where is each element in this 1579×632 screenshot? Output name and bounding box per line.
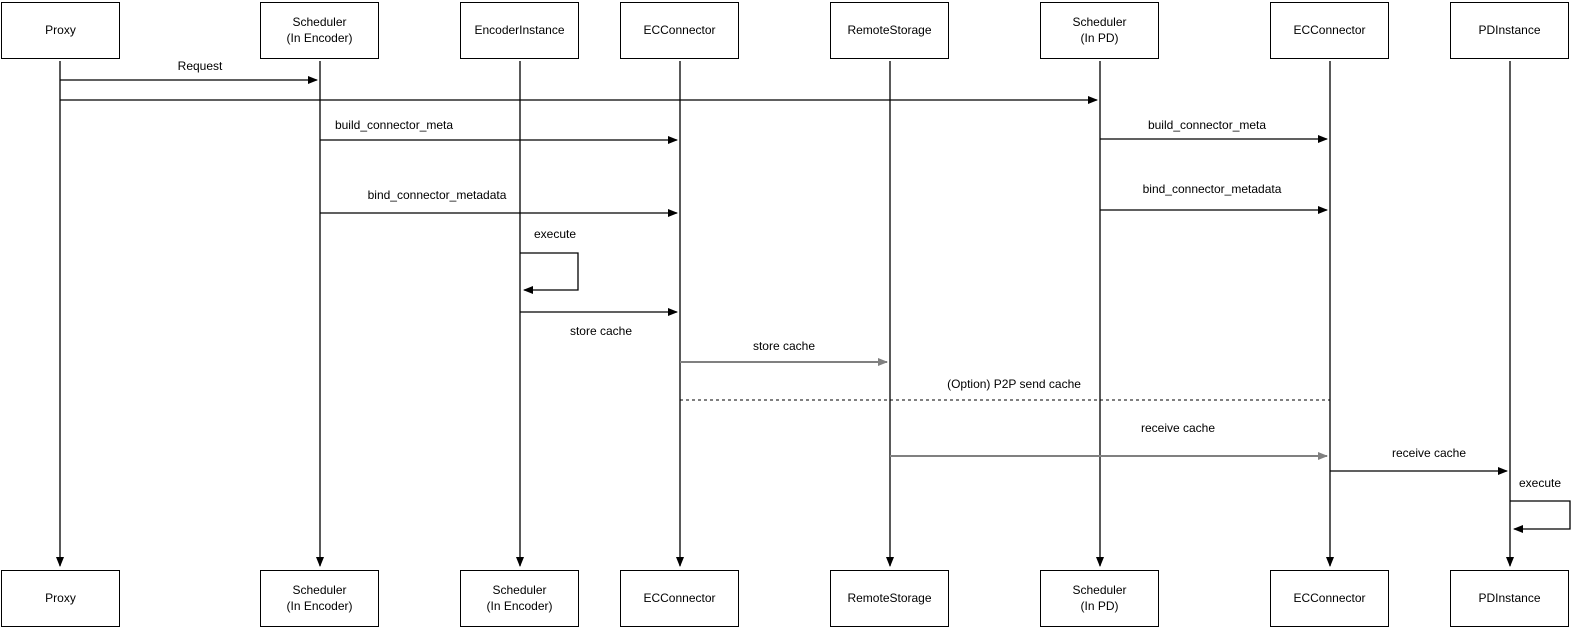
participant-bottom-remotestorage: RemoteStorage [830, 570, 949, 627]
participant-top-scheduler-pd: Scheduler (In PD) [1040, 2, 1159, 59]
participant-bottom-scheduler-encoder-2: Scheduler (In Encoder) [460, 570, 579, 627]
message-label-bind-connector-metadata-encoder: bind_connector_metadata [367, 188, 507, 202]
message-label-execute-pd: execute [1518, 476, 1562, 490]
participant-bottom-scheduler-encoder: Scheduler (In Encoder) [260, 570, 379, 627]
message-label-execute-encoder: execute [533, 227, 577, 241]
message-label-bind-connector-metadata-pd: bind_connector_metadata [1142, 182, 1282, 196]
participant-top-encoderinstance: EncoderInstance [460, 2, 579, 59]
message-label-store-cache-1: store cache [569, 324, 633, 338]
message-label-build-connector-meta-encoder: build_connector_meta [334, 118, 454, 132]
participant-bottom-pdinstance: PDInstance [1450, 570, 1569, 627]
message-label-store-cache-2: store cache [752, 339, 816, 353]
participant-top-ecconnector-pd: ECConnector [1270, 2, 1389, 59]
message-label-receive-cache-2: receive cache [1391, 446, 1467, 460]
participant-bottom-scheduler-pd: Scheduler (In PD) [1040, 570, 1159, 627]
participant-top-proxy: Proxy [1, 2, 120, 59]
message-label-receive-cache-1: receive cache [1140, 421, 1216, 435]
participant-bottom-ecconnector-pd: ECConnector [1270, 570, 1389, 627]
participant-top-pdinstance: PDInstance [1450, 2, 1569, 59]
message-self-loop-execute-pd [1510, 500, 1571, 533]
message-label-build-connector-meta-pd: build_connector_meta [1147, 118, 1267, 132]
message-label-p2p-send-cache: (Option) P2P send cache [947, 377, 1081, 391]
participant-top-ecconnector: ECConnector [620, 2, 739, 59]
participant-bottom-proxy: Proxy [1, 570, 120, 627]
participant-top-scheduler-encoder: Scheduler (In Encoder) [260, 2, 379, 59]
message-label-request: Request [177, 59, 223, 73]
participant-bottom-ecconnector: ECConnector [620, 570, 739, 627]
participant-top-remotestorage: RemoteStorage [830, 2, 949, 59]
message-self-loop-execute-encoder [520, 252, 579, 294]
